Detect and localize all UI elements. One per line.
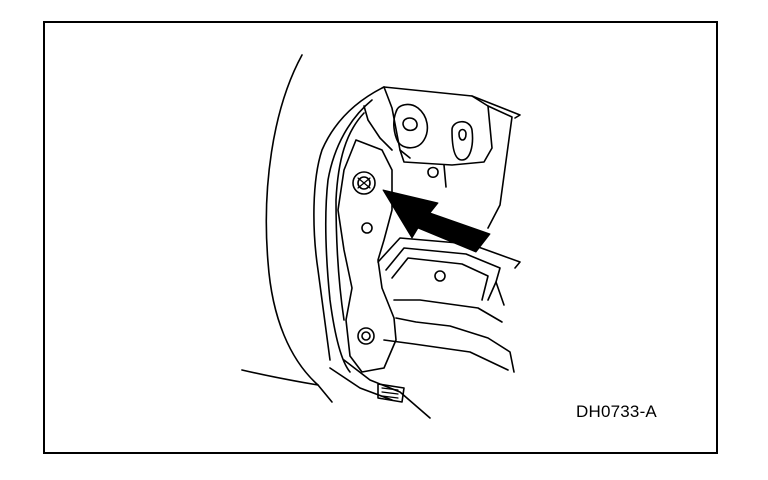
figure-frame (43, 21, 718, 454)
plate-fasteners (357, 222, 375, 345)
indicator-arrow (382, 189, 491, 253)
lower-arm (377, 237, 521, 373)
fender-outline (241, 54, 333, 403)
upper-bracket (383, 86, 521, 229)
hinge-bolt (352, 171, 376, 195)
figure-id-label: DH0733-A (576, 402, 657, 421)
panel-edges (313, 86, 385, 373)
lower-structure (329, 359, 431, 419)
